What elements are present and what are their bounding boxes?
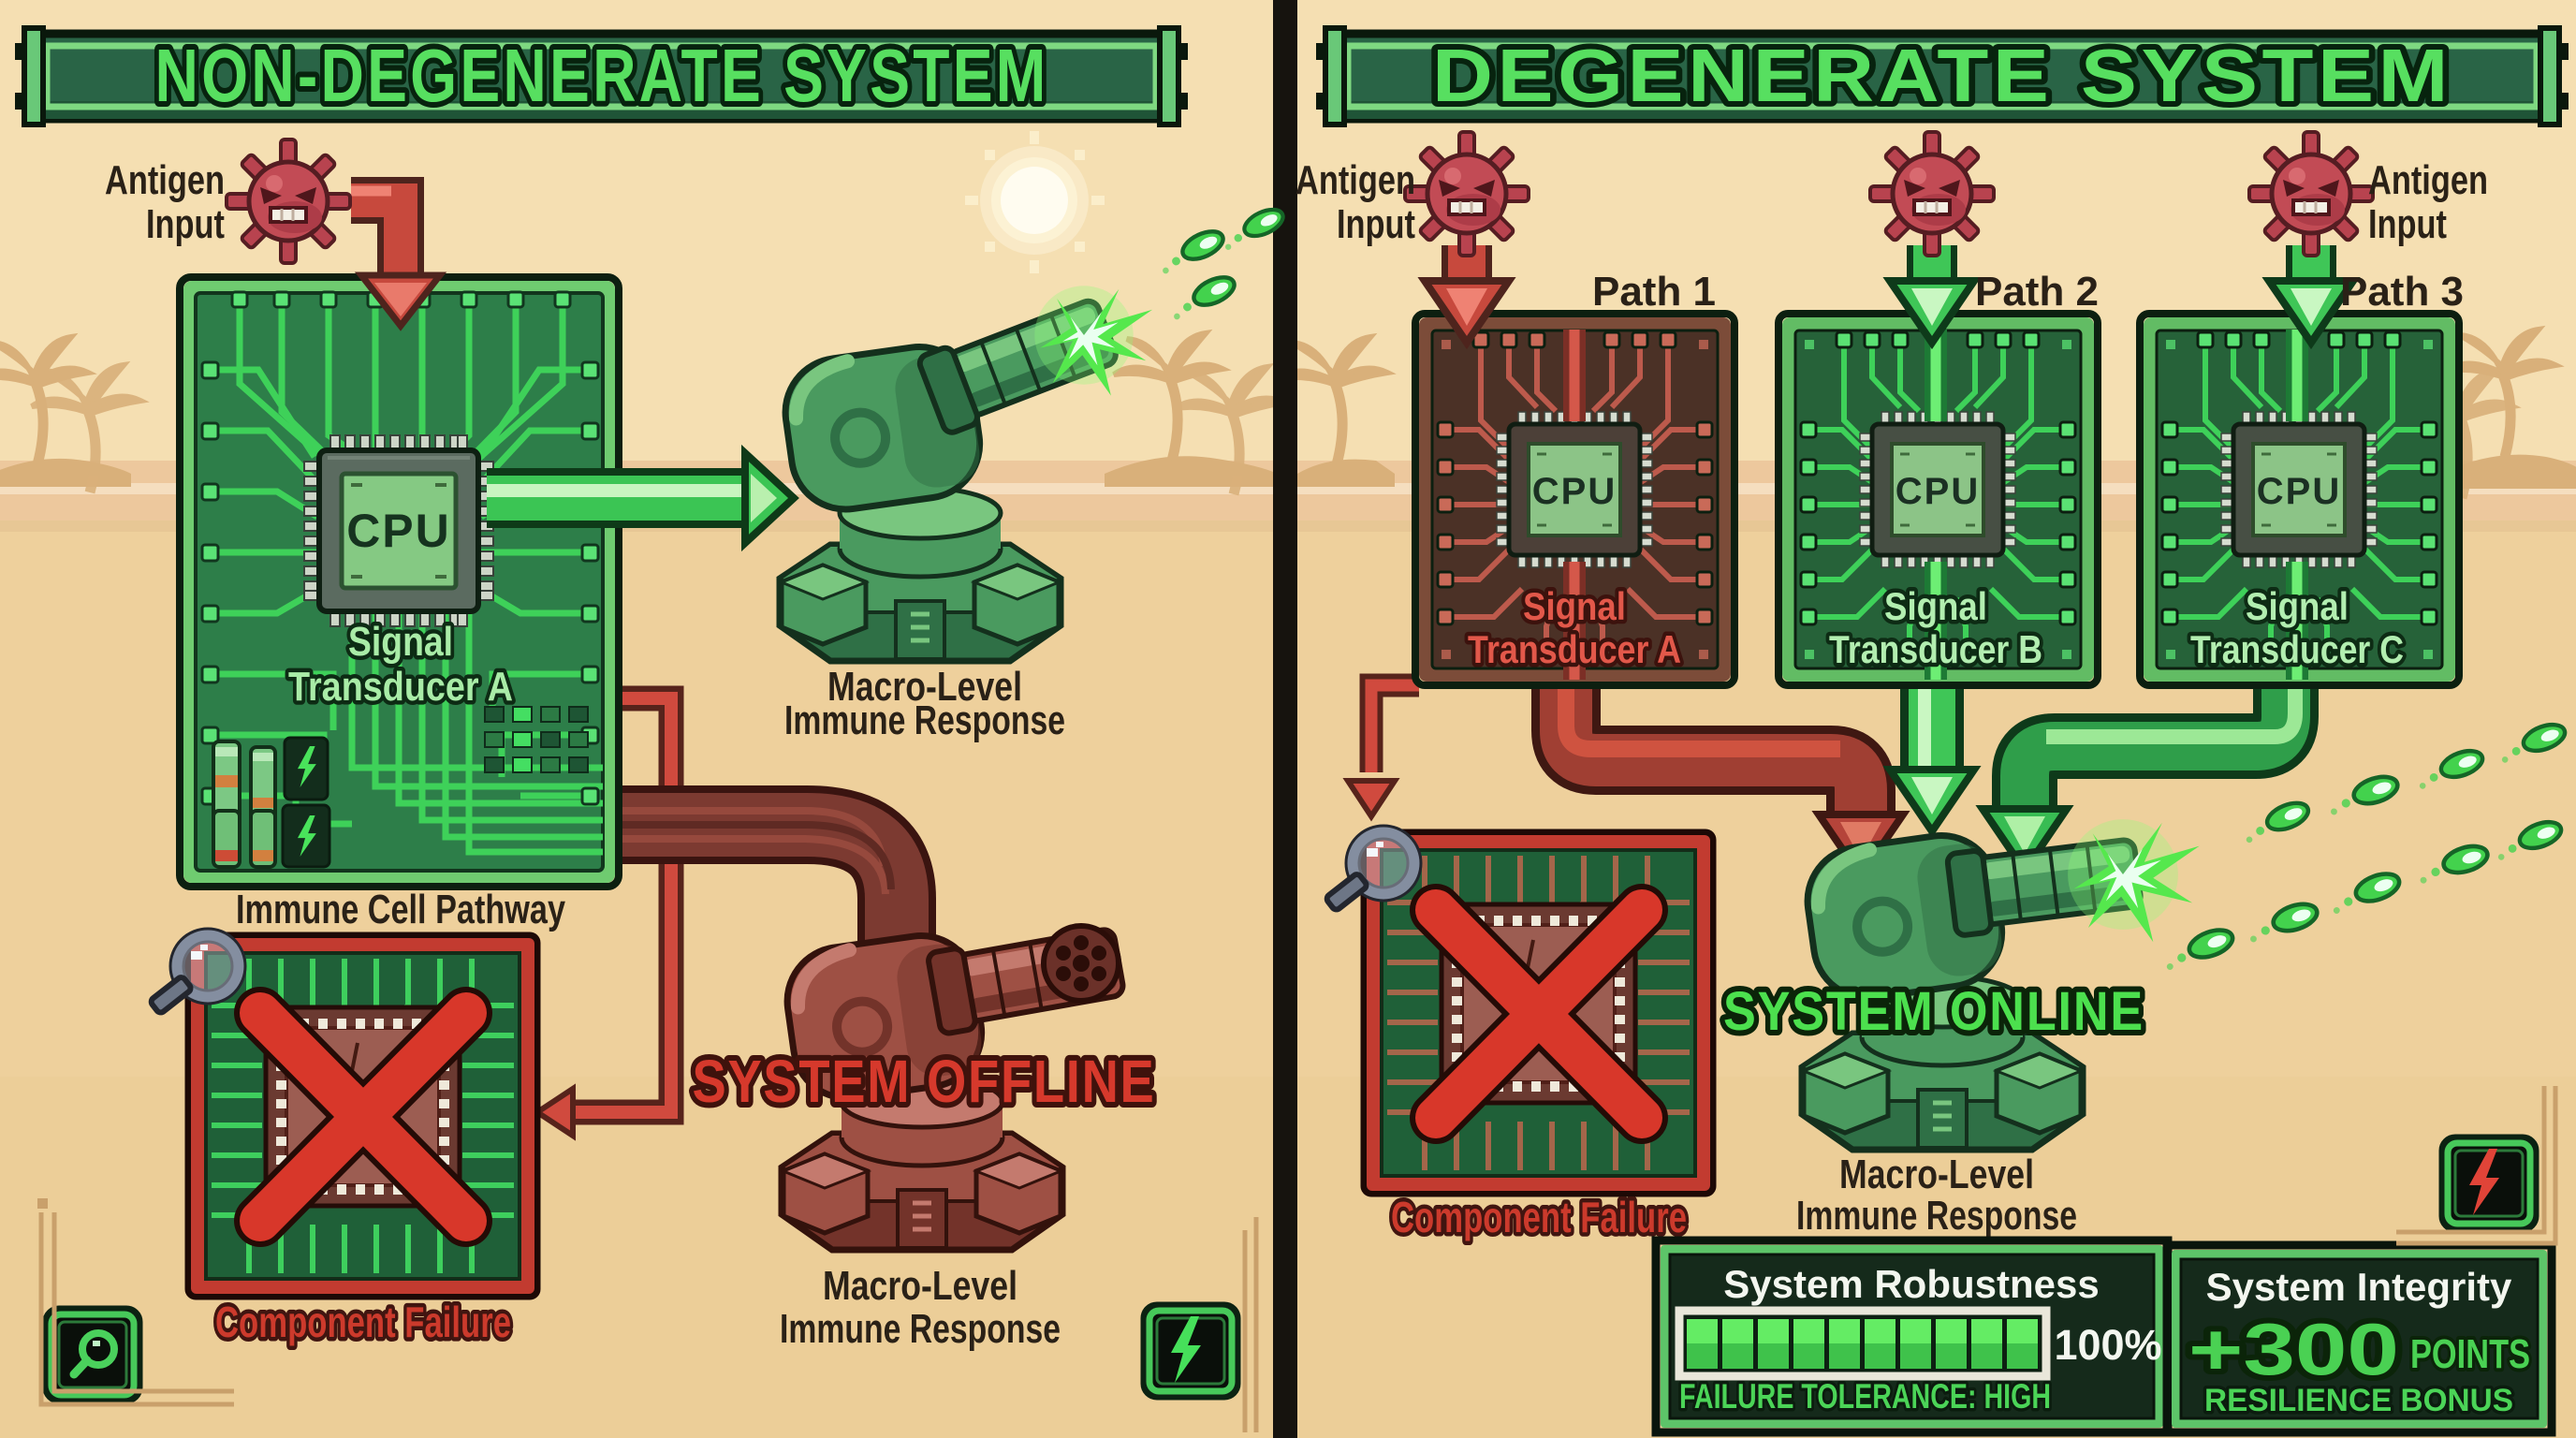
svg-text:SYSTEM ONLINE: SYSTEM ONLINE [1723,981,2144,1042]
svg-text:Macro-Level: Macro-Level [823,1263,1017,1309]
svg-text:SYSTEM OFFLINE: SYSTEM OFFLINE [693,1048,1156,1115]
svg-text:Component Failure: Component Failure [1391,1193,1687,1241]
svg-text:100%: 100% [2054,1321,2161,1369]
svg-text:Antigen: Antigen [1295,157,1415,203]
svg-text:Immune Cell Pathway: Immune Cell Pathway [236,887,565,932]
svg-text:Immune Response: Immune Response [1796,1193,2077,1239]
svg-text:Signal: Signal [348,619,453,665]
svg-text:POINTS: POINTS [2410,1331,2530,1377]
svg-text:Input: Input [2368,201,2447,247]
svg-text:Transducer A: Transducer A [288,664,513,710]
svg-text:RESILIENCE BONUS: RESILIENCE BONUS [2204,1383,2513,1418]
svg-text:Signal: Signal [2246,584,2349,628]
svg-text:Signal: Signal [1523,584,1626,628]
svg-text:Transducer A: Transducer A [1468,627,1681,671]
svg-text:Path 2: Path 2 [1975,269,2099,315]
svg-text:CPU: CPU [346,505,451,557]
svg-text:Signal: Signal [1884,584,1987,628]
svg-text:Path 1: Path 1 [1592,269,1716,315]
svg-text:System Integrity: System Integrity [2206,1265,2512,1309]
svg-text:Path 3: Path 3 [2340,269,2464,315]
svg-text:Macro-Level: Macro-Level [827,664,1022,710]
svg-text:Input: Input [146,201,225,247]
svg-text:Immune Response: Immune Response [784,697,1065,743]
svg-text:FAILURE TOLERANCE: HIGH: FAILURE TOLERANCE: HIGH [1679,1377,2051,1416]
svg-text:Component Failure: Component Failure [215,1298,511,1346]
svg-text:Antigen: Antigen [105,157,225,203]
svg-text:System Robustness: System Robustness [1723,1262,2099,1306]
svg-text:Antigen: Antigen [2368,157,2488,203]
svg-text:+300: +300 [2188,1308,2399,1390]
svg-text:Immune Response: Immune Response [780,1306,1061,1352]
svg-text:Input: Input [1337,201,1415,247]
svg-text:Transducer C: Transducer C [2190,627,2404,671]
svg-text:NON-DEGENERATE SYSTEM: NON-DEGENERATE SYSTEM [155,34,1049,117]
svg-text:Macro-Level: Macro-Level [1839,1152,2034,1197]
svg-text:Transducer B: Transducer B [1829,627,2042,671]
svg-text:DEGENERATE SYSTEM: DEGENERATE SYSTEM [1432,34,2452,117]
